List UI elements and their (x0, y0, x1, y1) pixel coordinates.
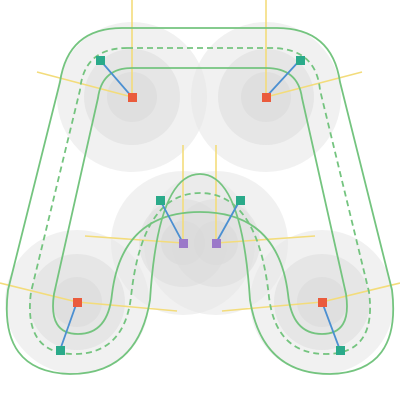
guide-line-bottom-right-right (321, 282, 400, 303)
control-point-top-right[interactable] (296, 56, 305, 65)
control-point-top-left[interactable] (96, 56, 105, 65)
guide-line-bottom-right-left (221, 301, 323, 312)
guide-line-top-left-diagonal (36, 71, 133, 98)
outer-offset-path (6, 27, 394, 375)
guide-line-center-left-horizontal (84, 235, 184, 244)
vertex-bottom-left[interactable] (73, 298, 82, 307)
guide-line-top-right-diagonal (265, 71, 363, 98)
guide-line-bottom-left-left (0, 282, 78, 303)
control-point-bottom-right[interactable] (336, 346, 345, 355)
handle-center-right (215, 199, 241, 244)
handle-center-left (159, 199, 184, 244)
guide-line-center-right-horizontal (215, 235, 316, 244)
vertex-center-right[interactable] (212, 239, 221, 248)
handle-top-right (265, 59, 301, 98)
vertex-layer (73, 93, 327, 307)
handle-layer (59, 59, 341, 351)
path-layer (6, 27, 394, 375)
halo-layer (5, 22, 394, 374)
handle-top-left (99, 59, 133, 98)
control-point-center-left[interactable] (156, 196, 165, 205)
vertex-bottom-right[interactable] (318, 298, 327, 307)
center-dashed-path (29, 47, 371, 355)
control-point-bottom-left[interactable] (56, 346, 65, 355)
control-point-layer (56, 56, 345, 355)
vertex-top-left[interactable] (128, 93, 137, 102)
guide-line-bottom-left-right (76, 301, 178, 312)
control-point-center-right[interactable] (236, 196, 245, 205)
handle-bottom-right (321, 301, 341, 351)
inner-offset-path (52, 67, 348, 335)
vertex-top-right[interactable] (262, 93, 271, 102)
vertex-center-left[interactable] (179, 239, 188, 248)
handle-bottom-left (59, 301, 78, 351)
